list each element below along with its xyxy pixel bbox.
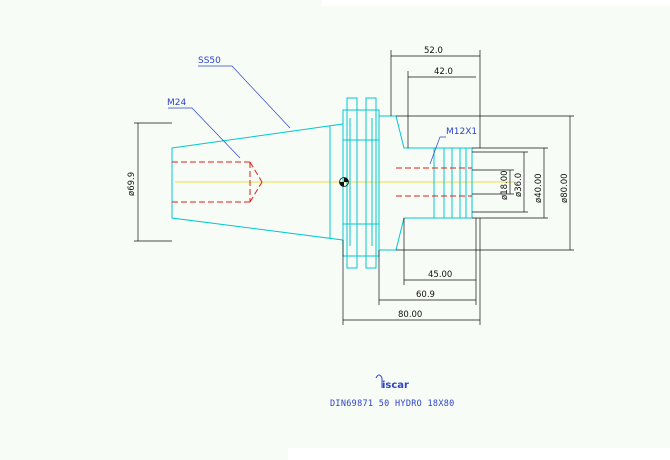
dim-len-42: 42.0 bbox=[434, 67, 453, 77]
manufacturer-logo: iscar bbox=[375, 374, 409, 391]
dim-len-60-9: 60.9 bbox=[416, 290, 435, 300]
product-description: DIN69871 50 HYDRO 18X80 bbox=[330, 399, 455, 409]
dim-dia-80: ø80.00 bbox=[560, 173, 570, 203]
hydro-body bbox=[378, 115, 473, 251]
dim-dia-69-9: ø69.9 bbox=[127, 172, 137, 196]
taper-callout-label: SS50 bbox=[198, 56, 221, 66]
m24-thread-hidden bbox=[172, 161, 263, 203]
sheet-notch bbox=[0, 6, 55, 226]
dim-dia-18: ø18.00 bbox=[500, 170, 510, 200]
clamp-thread-callout-label: M12X1 bbox=[446, 127, 477, 137]
flange bbox=[342, 97, 380, 269]
svg-text:iscar: iscar bbox=[382, 380, 409, 391]
dim-dia-40: ø40.00 bbox=[534, 173, 544, 203]
dim-len-45: 45.00 bbox=[428, 270, 452, 280]
dim-len-52: 52.0 bbox=[424, 46, 443, 56]
dim-dia-36: ø36.0 bbox=[514, 173, 524, 197]
callout-leaders bbox=[168, 65, 446, 165]
gauge-point-symbol bbox=[339, 177, 349, 187]
thread-callout-label: M24 bbox=[167, 98, 186, 108]
dimension-lines bbox=[134, 50, 574, 325]
dim-len-80: 80.00 bbox=[398, 310, 422, 320]
